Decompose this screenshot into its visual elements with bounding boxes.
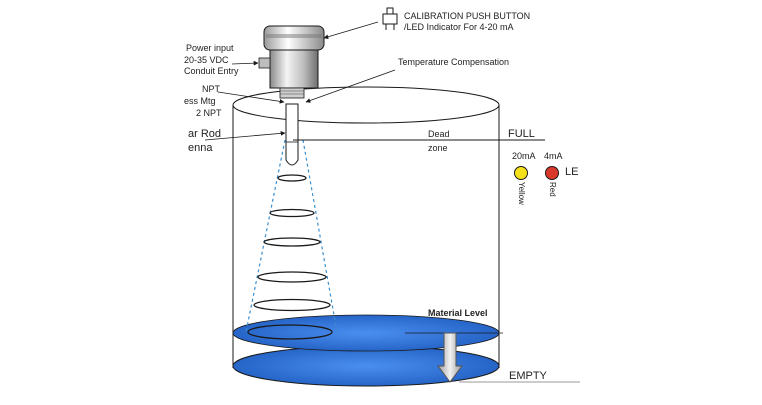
leader-lines [204,21,396,141]
yellow-label: Yellow [517,182,526,205]
rod-label: ar Rod [188,128,222,140]
tank [232,86,500,368]
dead-zone-label-2: zone [428,143,448,153]
ma4-label: 4mA [544,151,563,161]
power-input-label: Power input [186,43,234,53]
antenna-label: enna [188,142,213,154]
sensor-cap-band [266,34,322,38]
dead-zone-label-1: Dead [428,129,450,139]
npt-thread [279,87,305,99]
red-led [545,166,559,180]
echo-rings [247,174,333,340]
tank-top-rim [232,86,500,124]
calibration-label-1: CALIBRATION PUSH BUTTON [404,11,531,21]
full-label: FULL [508,128,535,140]
empty-label: EMPTY [509,370,547,382]
npt-size-label: 2 NPT [196,108,222,118]
calibration-label-2: /LED Indicator For 4-20 mA [404,22,514,32]
conduit-entry [258,57,271,69]
temperature-compensation-label: Temperature Compensation [398,57,510,67]
sensor-housing [269,49,319,89]
conduit-entry-label: Conduit Entry [184,66,239,76]
sensor-head [258,25,325,99]
red-label: Red [548,182,557,197]
yellow-led [514,166,528,180]
power-voltage-label: 20-35 VDC [184,55,229,65]
ma20-label: 20mA [512,151,536,161]
level-down-arrow [437,332,463,383]
mounting-label: ess Mtg [184,96,216,106]
push-button-icon [382,7,398,30]
ultrasonic-beam [245,139,338,333]
material-level-label: Material Level [428,308,488,318]
rod-antenna [285,103,299,166]
led-label: LE [565,166,579,178]
npt-label: NPT [202,84,220,94]
